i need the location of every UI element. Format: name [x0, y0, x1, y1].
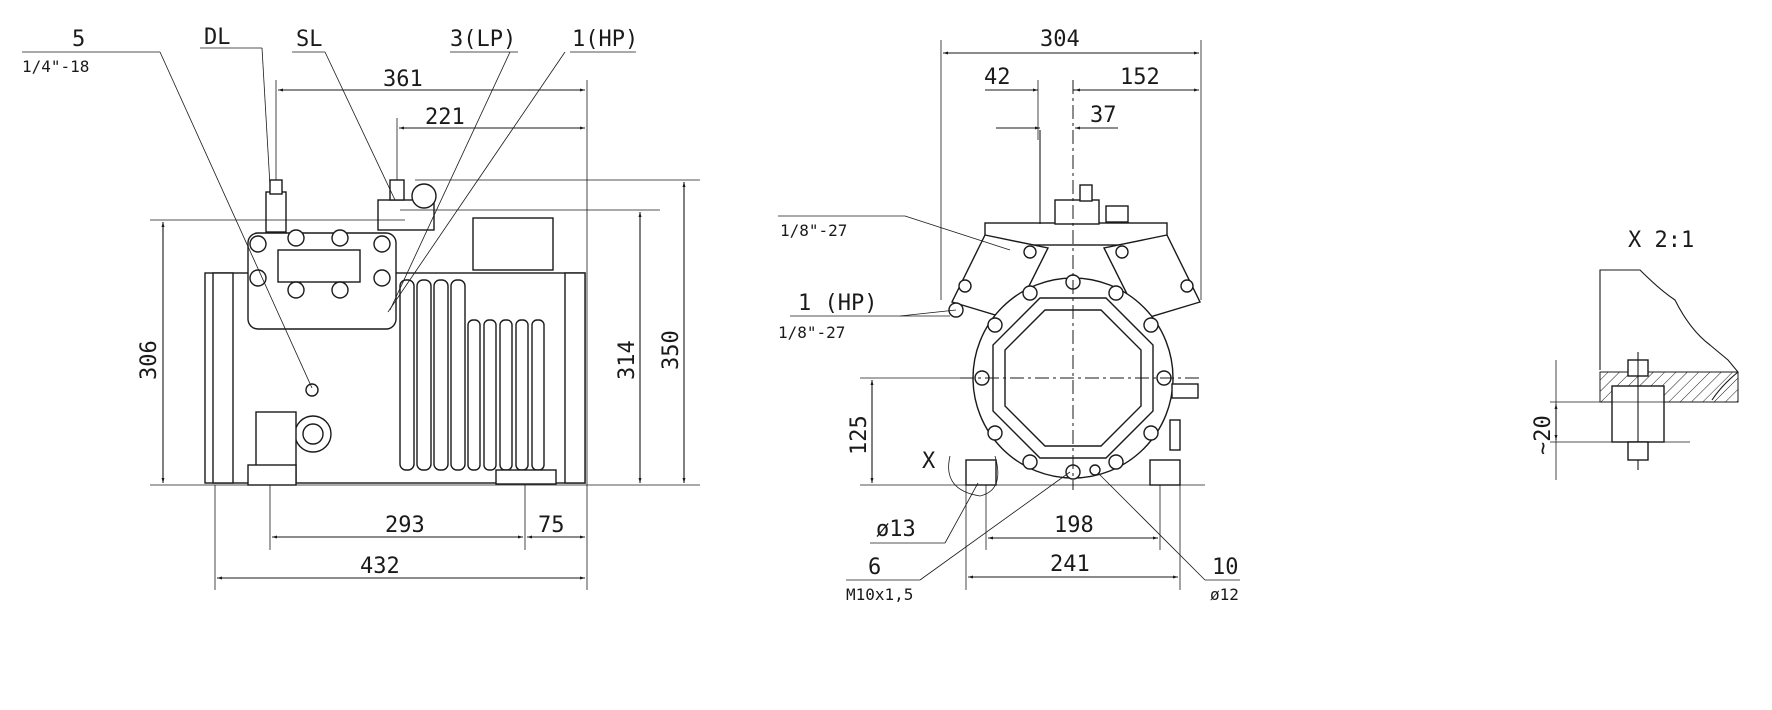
discharge-valve [265, 191, 287, 233]
dim-75: 75 [538, 513, 565, 538]
detail-x-circle [948, 455, 999, 497]
suction-port [389, 179, 405, 201]
top-valve-cap [1079, 184, 1093, 202]
dim-152: 152 [1120, 65, 1160, 90]
dim-361: 361 [383, 67, 423, 92]
front-view: 304 42 152 37 125 198 241 1/8"-27 1 (HP)… [778, 27, 1240, 604]
end-cover-right [564, 272, 586, 484]
callout-lp: 3(LP) [450, 27, 516, 52]
callout-thread-top: 1/8"-27 [780, 221, 847, 240]
callout-item-10-diameter: ø12 [1210, 585, 1239, 604]
callout-item-6: 6 [868, 555, 881, 580]
top-fitting [1105, 205, 1129, 223]
dim-42: 42 [984, 65, 1011, 90]
dim-432: 432 [360, 554, 400, 579]
front-foot-left [965, 459, 997, 486]
terminal-box [472, 217, 554, 271]
callout-dl: DL [204, 25, 231, 50]
detail-view-x: X 2:1 ~20 [1531, 228, 1739, 480]
callout-hole-diameter: ø13 [876, 517, 916, 542]
dim-37: 37 [1090, 103, 1117, 128]
top-valve-block [1054, 199, 1100, 225]
head-plate [277, 249, 361, 283]
callout-item-5-thread: 1/4"-18 [22, 57, 89, 76]
suction-valve-knob [411, 183, 437, 209]
foot-left [247, 464, 297, 486]
detail-nut [1627, 441, 1649, 461]
bank-bolts [958, 245, 1194, 293]
dim-350: 350 [659, 330, 684, 370]
dim-304: 304 [1040, 27, 1080, 52]
dim-314: 314 [615, 340, 640, 380]
side-plug-right [1169, 419, 1181, 451]
sight-glass-inner [302, 423, 324, 445]
callout-hp: 1(HP) [572, 27, 638, 52]
callout-hp-front: 1 (HP) [798, 291, 877, 316]
dim-293: 293 [385, 513, 425, 538]
oil-drain-plug [305, 383, 319, 397]
discharge-valve-cap [269, 179, 283, 195]
front-foot-right [1149, 459, 1181, 486]
side-view: 361 221 306 314 350 293 75 432 5 1/4"-18… [22, 25, 700, 590]
foot-right [495, 469, 557, 485]
end-cover-left [212, 272, 234, 484]
dim-125: 125 [847, 415, 872, 455]
side-fitting-right [1171, 383, 1199, 399]
flange-bolts [974, 274, 1172, 480]
dim-198: 198 [1054, 513, 1094, 538]
callout-item-5: 5 [72, 27, 85, 52]
motor-cooling-fins [399, 279, 545, 471]
detail-title: X 2:1 [1628, 228, 1694, 253]
callout-sl: SL [296, 27, 323, 52]
detail-x-marker: X [922, 449, 936, 474]
port-10 [1089, 464, 1101, 476]
callout-hp-thread: 1/8"-27 [778, 323, 845, 342]
detail-dim-20: ~20 [1531, 415, 1556, 455]
dim-241: 241 [1050, 552, 1090, 577]
dim-221: 221 [425, 105, 465, 130]
dim-306: 306 [137, 340, 162, 380]
callout-item-10: 10 [1212, 555, 1239, 580]
head-bolts [249, 229, 391, 299]
callout-item-6-thread: M10x1,5 [846, 585, 913, 604]
